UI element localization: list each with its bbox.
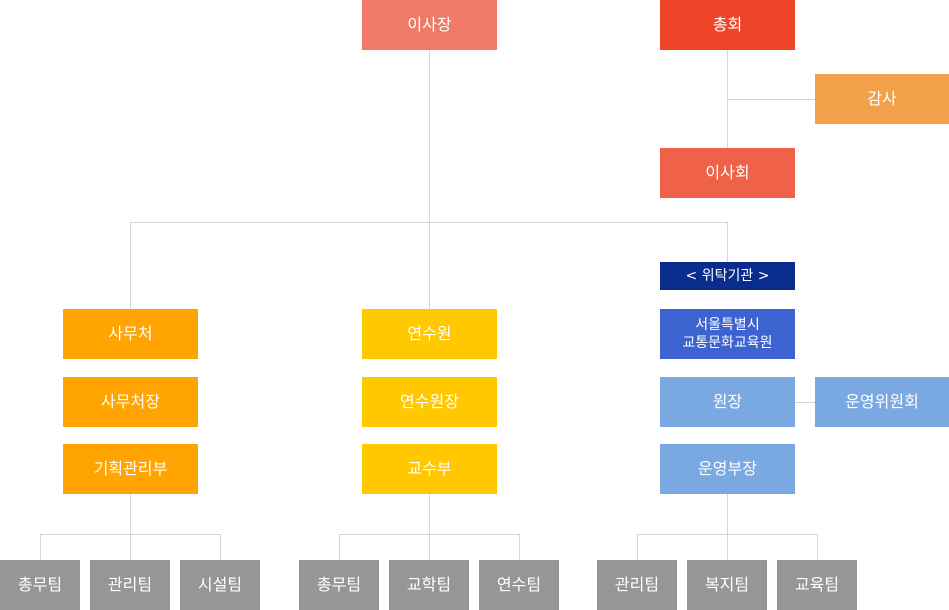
secretariat-head-box: 사무처장 <box>63 377 198 427</box>
connector-team-drop <box>429 534 430 560</box>
team-box: 교육팀 <box>777 560 857 610</box>
training-institute-box: 연수원 <box>362 309 497 359</box>
connector-secretariat-down <box>130 494 131 534</box>
general-assembly-box: 총회 <box>660 0 795 50</box>
connector-trustee-down <box>727 494 728 534</box>
connector-training-down <box>429 494 430 534</box>
trustee-director-box: 원장 <box>660 377 795 427</box>
team-box: 관리팀 <box>90 560 170 610</box>
operations-manager-box: 운영부장 <box>660 444 795 494</box>
team-box: 연수팀 <box>479 560 559 610</box>
trustee-institute-box: 서울특별시 교통문화교육원 <box>660 309 795 359</box>
connector-team-drop <box>40 534 41 560</box>
connector-trustee-up <box>727 222 728 262</box>
trustee-institute-line2: 교통문화교육원 <box>682 335 773 351</box>
connector-team-drop <box>817 534 818 560</box>
connector-branch-bar <box>130 222 728 223</box>
connector-auditor <box>727 99 815 100</box>
operating-committee-box: 운영위원회 <box>815 377 949 427</box>
secretariat-box: 사무처 <box>63 309 198 359</box>
connector-team-drop <box>130 534 131 560</box>
team-box: 교학팀 <box>389 560 469 610</box>
team-box: 시설팀 <box>180 560 260 610</box>
training-director-box: 연수원장 <box>362 377 497 427</box>
trustee-label-box: < 위탁기관 > <box>660 262 795 290</box>
connector-secretariat-up <box>130 222 131 309</box>
team-box: 총무팀 <box>299 560 379 610</box>
team-box: 복지팀 <box>687 560 767 610</box>
chairman-box: 이사장 <box>362 0 497 50</box>
auditor-box: 감사 <box>815 74 949 124</box>
connector-team-drop <box>637 534 638 560</box>
board-box: 이사회 <box>660 148 795 198</box>
connector-team-drop <box>220 534 221 560</box>
faculty-dept-box: 교수부 <box>362 444 497 494</box>
connector-team-drop <box>727 534 728 560</box>
team-box: 관리팀 <box>597 560 677 610</box>
team-box: 총무팀 <box>0 560 80 610</box>
connector-chairman-down <box>429 50 430 309</box>
connector-committee <box>795 402 815 403</box>
trustee-institute-line1: 서울특별시 <box>695 316 760 333</box>
connector-team-drop <box>339 534 340 560</box>
connector-team-drop <box>519 534 520 560</box>
planning-dept-box: 기획관리부 <box>63 444 198 494</box>
